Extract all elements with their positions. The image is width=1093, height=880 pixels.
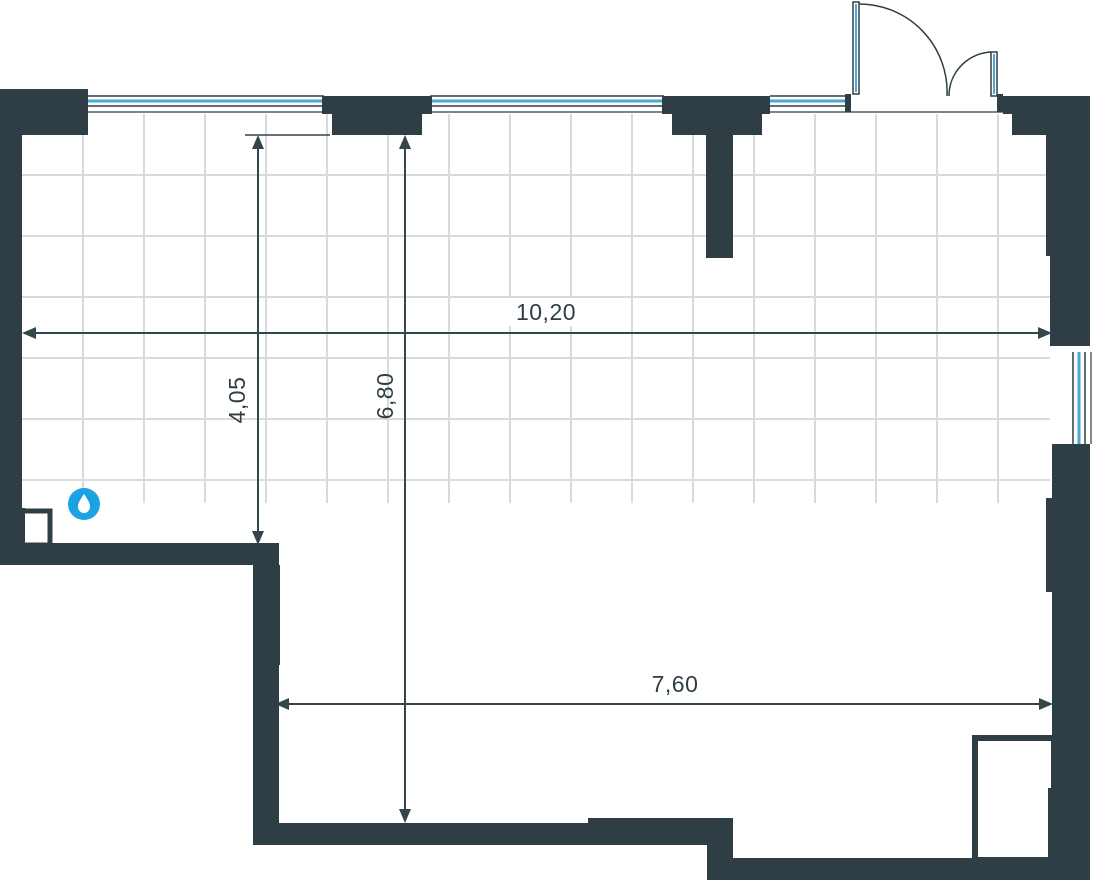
dimension-line-height-total	[399, 135, 411, 823]
wall-right-upper	[1046, 96, 1090, 256]
dimension-line-height-left	[245, 134, 330, 545]
wall-partition-stub	[706, 130, 733, 258]
riser-box	[972, 735, 1057, 863]
dimension-label-width-lower: 7,60	[652, 671, 699, 697]
wall-top-left-pier	[0, 89, 88, 135]
dimension-label-height-total: 6,80	[372, 373, 398, 420]
window-top-middle	[430, 95, 664, 113]
dimension-lines	[22, 134, 1053, 823]
wall-step-horizontal	[0, 543, 278, 565]
water-drop-icon	[68, 488, 100, 520]
windows	[88, 95, 1092, 444]
balcony-door	[845, 1, 1003, 112]
dimension-line-width-total	[22, 327, 1052, 339]
wall-left	[0, 89, 22, 565]
window-right	[1072, 352, 1092, 444]
dimension-label-height-left: 4,05	[224, 377, 250, 424]
dimension-line-width-lower	[275, 698, 1053, 710]
floor-tile-grid	[22, 114, 1050, 503]
window-top-right	[770, 95, 846, 113]
walls	[0, 89, 1090, 880]
dimension-label-width-total: 10,20	[516, 299, 576, 325]
window-top-left	[88, 95, 324, 113]
